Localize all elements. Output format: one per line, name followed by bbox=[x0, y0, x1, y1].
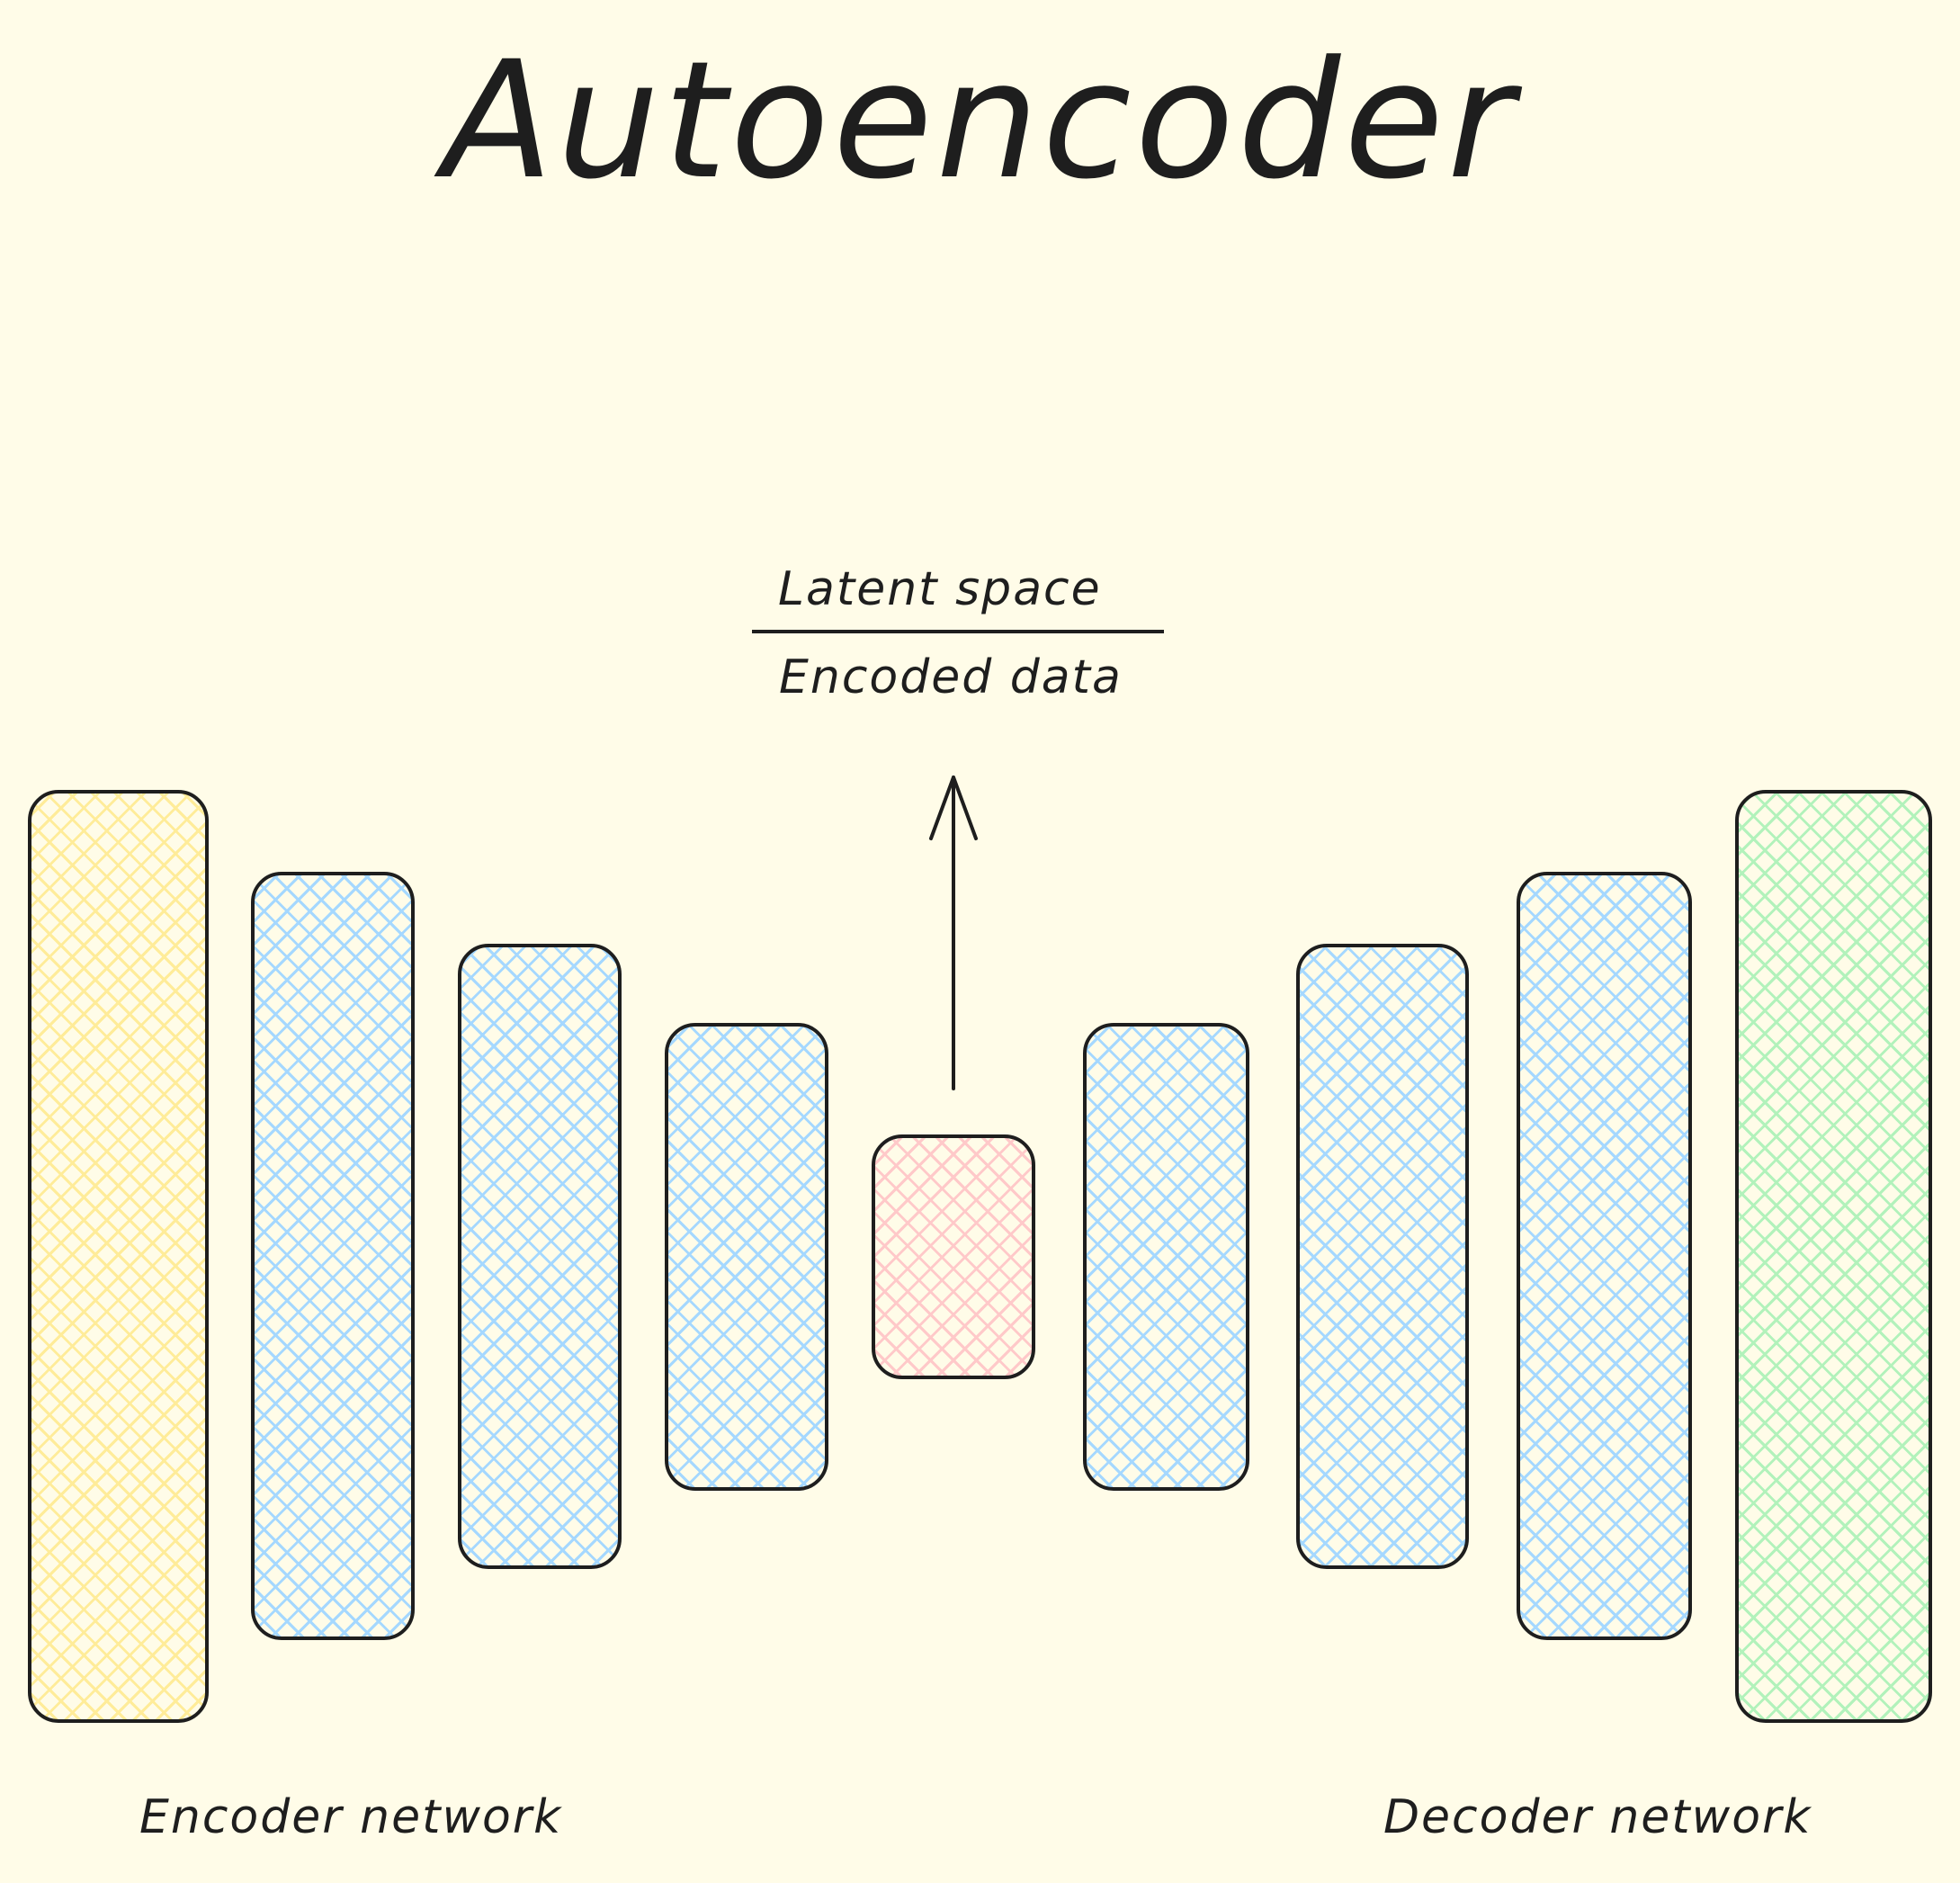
layer-block-output bbox=[1735, 790, 1932, 1723]
layer-block-enc-hidden-1 bbox=[251, 872, 415, 1640]
decoder-network-label: Decoder network bbox=[1383, 1790, 1812, 1844]
layer-block-dec-hidden-3 bbox=[1517, 872, 1692, 1640]
layer-block-latent bbox=[872, 1134, 1035, 1379]
layer-block-dec-hidden-1 bbox=[1083, 1023, 1249, 1491]
diagram-title: Autoencoder bbox=[443, 27, 1517, 215]
encoder-network-label: Encoder network bbox=[139, 1790, 563, 1844]
layer-block-input bbox=[28, 790, 209, 1723]
layer-block-dec-hidden-2 bbox=[1296, 944, 1469, 1569]
up-arrow-icon bbox=[929, 776, 978, 1090]
encoded-data-label: Encoded data bbox=[779, 650, 1123, 704]
latent-space-label: Latent space bbox=[778, 562, 1102, 616]
fraction-divider-line bbox=[752, 630, 1164, 633]
layer-block-enc-hidden-3 bbox=[665, 1023, 828, 1491]
layer-block-enc-hidden-2 bbox=[458, 944, 622, 1569]
